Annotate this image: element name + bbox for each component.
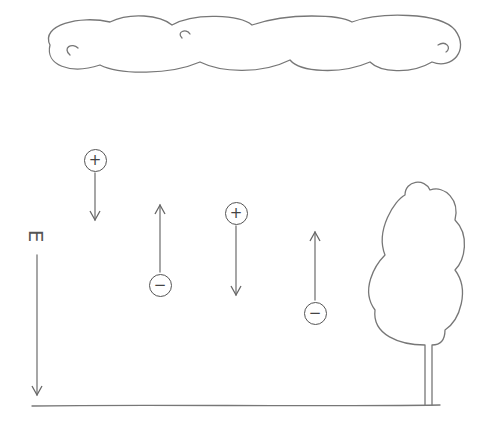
field-label: E — [26, 230, 46, 243]
force-arrow — [314, 232, 315, 300]
charge-circle: + — [84, 149, 107, 172]
cloud-curl — [67, 46, 78, 55]
cloud-curl — [180, 31, 190, 38]
force-arrow — [235, 226, 236, 295]
charge-circle: − — [149, 274, 172, 297]
charge-sign: + — [89, 153, 102, 168]
charge-circle: − — [304, 302, 327, 325]
charge-sign: − — [154, 278, 167, 293]
ground — [32, 405, 440, 406]
charge-sign: + — [230, 206, 243, 221]
force-arrow — [94, 173, 95, 220]
field-arrow — [36, 255, 37, 395]
charge-circle: + — [225, 202, 248, 225]
charge-sign: − — [309, 306, 322, 321]
cloud-curl — [438, 43, 448, 52]
force-arrow — [159, 205, 160, 272]
cloud — [48, 15, 460, 72]
tree — [369, 182, 465, 405]
